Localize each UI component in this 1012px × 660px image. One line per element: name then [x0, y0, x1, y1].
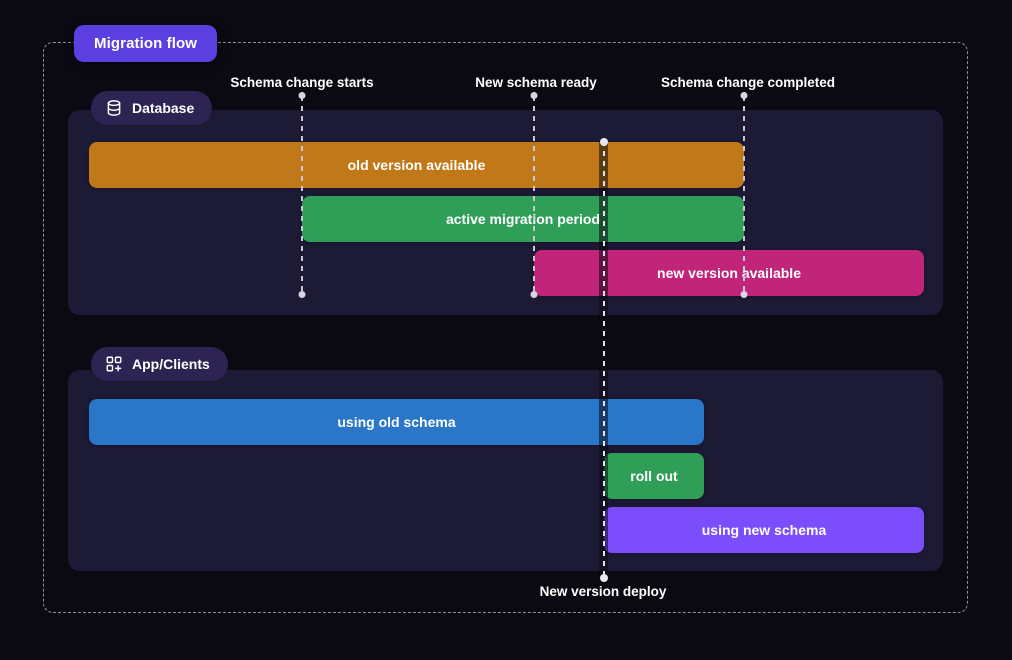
marker-label-schema-change-starts: Schema change starts — [230, 75, 374, 90]
bar-old-version-available[interactable]: old version available — [89, 142, 744, 188]
marker-dot-top — [740, 92, 748, 99]
marker-line-new-version-deploy — [599, 138, 608, 582]
bar-new-version-available[interactable]: new version available — [534, 250, 924, 296]
bar-label-new-version-available: new version available — [657, 265, 801, 281]
lane-label-app-clients: App/Clients — [132, 356, 210, 372]
bar-roll-out[interactable]: roll out — [604, 453, 704, 499]
lane-header-database[interactable]: Database — [91, 91, 213, 125]
marker-dot-top — [530, 92, 538, 99]
marker-dot-bottom — [740, 291, 748, 298]
bar-label-roll-out: roll out — [630, 468, 678, 484]
bar-using-new-schema[interactable]: using new schema — [604, 507, 924, 553]
marker-line-dashes — [602, 141, 605, 578]
marker-dot-top — [599, 138, 608, 146]
marker-line-schema-change-completed — [740, 92, 748, 298]
diagram-outer-frame — [43, 42, 968, 613]
diagram-title-pill: Migration flow — [74, 25, 218, 62]
marker-label-new-schema-ready: New schema ready — [475, 75, 597, 90]
page-title: Migration flow — [94, 35, 198, 52]
bar-using-old-schema[interactable]: using old schema — [89, 399, 704, 445]
bar-label-old-version-available: old version available — [347, 157, 486, 173]
marker-dot-bottom — [599, 574, 608, 582]
marker-dot-bottom — [298, 291, 306, 298]
marker-label-new-version-deploy: New version deploy — [539, 584, 667, 599]
database-icon — [105, 99, 123, 117]
marker-line-schema-change-starts — [298, 92, 306, 298]
bar-label-using-new-schema: using new schema — [701, 522, 827, 538]
lane-label-database: Database — [132, 100, 195, 116]
lane-header-app-clients[interactable]: App/Clients — [91, 347, 228, 381]
marker-line-new-schema-ready — [530, 92, 538, 298]
marker-dot-top — [298, 92, 306, 99]
marker-dot-bottom — [530, 291, 538, 298]
marker-label-schema-change-completed: Schema change completed — [660, 75, 836, 90]
apps-add-icon — [105, 355, 123, 373]
bar-label-active-migration-period: active migration period — [445, 211, 601, 227]
bar-active-migration-period[interactable]: active migration period — [302, 196, 744, 242]
bar-label-using-old-schema: using old schema — [337, 414, 456, 430]
